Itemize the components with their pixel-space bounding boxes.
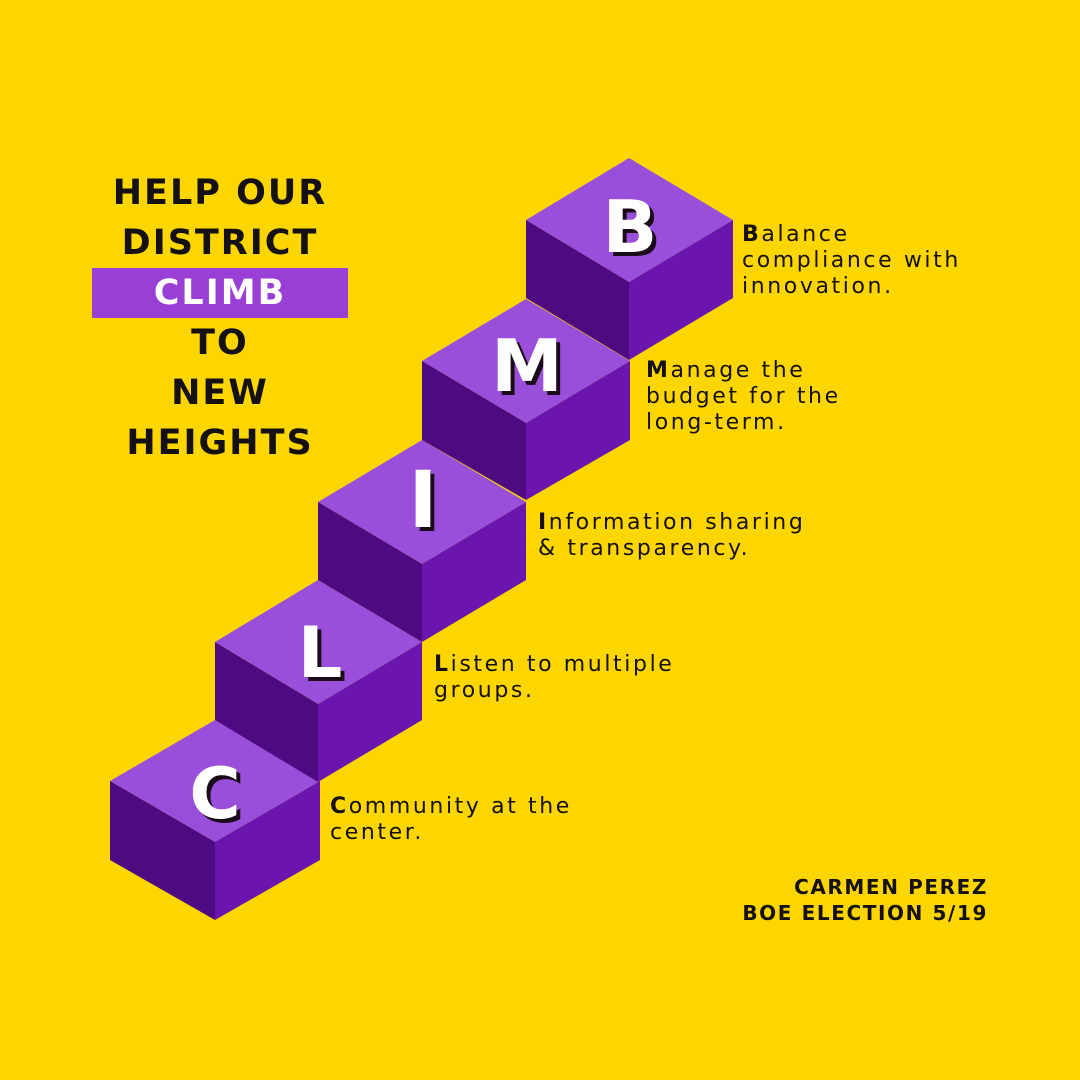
cube-b-top (526, 158, 733, 282)
headline-line-6: HEIGHTS (126, 423, 314, 463)
footer: CARMEN PEREZ BOE ELECTION 5/19 (742, 874, 988, 926)
step-c-text: Community at the center. (330, 794, 572, 846)
step-b-line-3: innovation. (742, 274, 894, 299)
step-i-line-1: nformation sharing (548, 510, 806, 535)
step-b-initial: B (742, 222, 762, 247)
step-l-text: Listen to multiple groups. (434, 652, 674, 704)
cube-b-left (526, 220, 629, 360)
step-c-line-2: center. (330, 820, 424, 845)
step-b-line-1: alance (761, 222, 850, 247)
cube-l-left (215, 642, 318, 782)
cube-l: L L (215, 580, 422, 782)
cube-i-left (318, 502, 422, 642)
cube-b-right (629, 220, 733, 360)
cube-m-left (422, 361, 526, 500)
cube-b-letter: B (603, 185, 658, 269)
step-c-initial: C (330, 794, 349, 819)
headline-line-4: TO (191, 323, 249, 363)
headline: HELP OUR DISTRICT CLIMB TO NEW HEIGHTS (92, 168, 348, 468)
cube-m-letter: M (491, 324, 563, 408)
cube-m-letter-shadow: M (495, 328, 567, 412)
cube-l-letter-shadow: L (302, 616, 347, 698)
cube-c-right (215, 781, 320, 920)
step-i-text: Information sharing & transparency. (538, 510, 805, 562)
cube-m-right (526, 361, 630, 500)
candidate-name: CARMEN PEREZ (794, 875, 988, 899)
cube-b: B B (526, 158, 733, 360)
step-b-line-2: compliance with (742, 248, 961, 273)
cube-i: I I (318, 440, 526, 642)
step-b-text: Balance compliance with innovation. (742, 222, 961, 300)
step-c-line-1: ommunity at the (348, 794, 572, 819)
cube-l-top (215, 580, 422, 704)
cube-i-letter: I (408, 456, 437, 546)
headline-highlight: CLIMB (92, 268, 348, 318)
cube-l-right (318, 642, 422, 782)
cube-b-letter-shadow: B (607, 189, 662, 273)
cube-c-left (110, 781, 215, 920)
step-m-initial: M (646, 358, 671, 383)
headline-line-2: DISTRICT (121, 223, 319, 263)
cube-i-right (422, 502, 526, 642)
step-m-line-2: budget for the (646, 384, 841, 409)
cube-m: M M (422, 299, 630, 500)
step-l-line-1: isten to multiple (450, 652, 675, 677)
cube-i-letter-shadow: I (412, 460, 441, 550)
step-i-line-2: & transparency. (538, 536, 751, 561)
step-l-initial: L (434, 652, 451, 677)
headline-line-1: HELP OUR (112, 173, 328, 213)
step-m-text: Manage the budget for the long-term. (646, 358, 841, 436)
cube-l-letter: L (298, 612, 343, 694)
headline-line-5: NEW (171, 373, 269, 413)
cube-c-letter: C (189, 753, 240, 835)
election-date: BOE ELECTION 5/19 (742, 901, 988, 925)
step-m-line-3: long-term. (646, 410, 787, 435)
cube-c-letter-shadow: C (193, 757, 244, 839)
step-m-line-1: anage the (670, 358, 806, 383)
step-i-initial: I (538, 510, 549, 535)
step-l-line-2: groups. (434, 678, 535, 703)
